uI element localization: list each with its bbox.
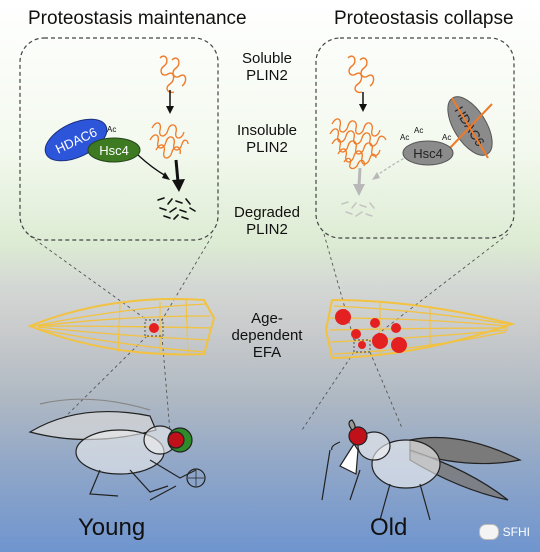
hsc4-left: Hsc4 [87, 137, 141, 163]
label-insoluble: Insoluble PLIN2 [212, 122, 322, 156]
watermark-text: SFHI [502, 525, 530, 539]
label-degraded-line1: Degraded [234, 204, 300, 221]
label-young: Young [78, 514, 146, 541]
degraded-fragments-right [341, 201, 375, 217]
hsc4-arrow-right [375, 155, 409, 177]
label-insoluble-line1: Insoluble [236, 122, 298, 139]
soluble-plin2-right [347, 55, 375, 94]
arrowhead-left-1 [166, 106, 174, 114]
ac-label-right-3: Ac [442, 133, 451, 142]
watermark: SFHI [478, 524, 530, 540]
wechat-icon [478, 524, 499, 540]
wing-old [324, 298, 516, 360]
label-degraded: Degraded PLIN2 [212, 204, 322, 238]
droplets-old [335, 309, 407, 353]
wing-young-zoom-box [144, 319, 164, 337]
ac-label-right-2: Ac [414, 126, 423, 135]
label-insoluble-line2: PLIN2 [246, 139, 288, 156]
label-soluble-line1: Soluble [241, 50, 293, 67]
hsc4-label-left: Hsc4 [99, 143, 129, 158]
heading-left: Proteostasis maintenance [28, 8, 247, 29]
arrowhead-right-1 [359, 104, 367, 112]
hsc4-right-inactive: Hsc4 [402, 140, 454, 166]
wing-old-zoom-box [353, 339, 371, 353]
label-efa: Age- dependent EFA [212, 310, 322, 361]
droplet-young [149, 323, 159, 333]
hsc4-arrowhead-right [372, 172, 380, 180]
right-panel [315, 37, 515, 239]
hdac6-right-inactive: HDAC6 [447, 96, 493, 159]
label-efa-line1: Age- [251, 310, 283, 327]
arrowhead-left-2 [172, 179, 185, 192]
label-efa-line3: EFA [252, 344, 282, 361]
insoluble-plin2-left [149, 122, 189, 159]
arrowhead-right-2 [353, 184, 365, 196]
soluble-plin2-left [159, 55, 187, 94]
arrow-right-2 [357, 167, 362, 187]
hsc4-label-right: Hsc4 [413, 146, 443, 161]
ac-label-left: Ac [107, 125, 116, 134]
fly-old [321, 419, 522, 521]
label-old: Old [370, 514, 408, 541]
label-degraded-line2: PLIN2 [246, 221, 288, 238]
label-soluble-line2: PLIN2 [246, 67, 288, 84]
insoluble-aggregate-right [329, 118, 387, 170]
degraded-fragments-left [157, 197, 196, 220]
heading-right: Proteostasis collapse [334, 8, 514, 29]
ac-label-right-1: Ac [400, 133, 409, 142]
hsc4-arrow-left [137, 154, 167, 177]
hsc4-arrowhead-left [162, 172, 170, 180]
arrow-left-2 [174, 159, 180, 183]
label-soluble: Soluble PLIN2 [212, 50, 322, 84]
wing-young [27, 298, 216, 356]
label-efa-line2: dependent [231, 327, 303, 344]
zoom-lines [29, 233, 509, 433]
fly-young [28, 398, 206, 501]
